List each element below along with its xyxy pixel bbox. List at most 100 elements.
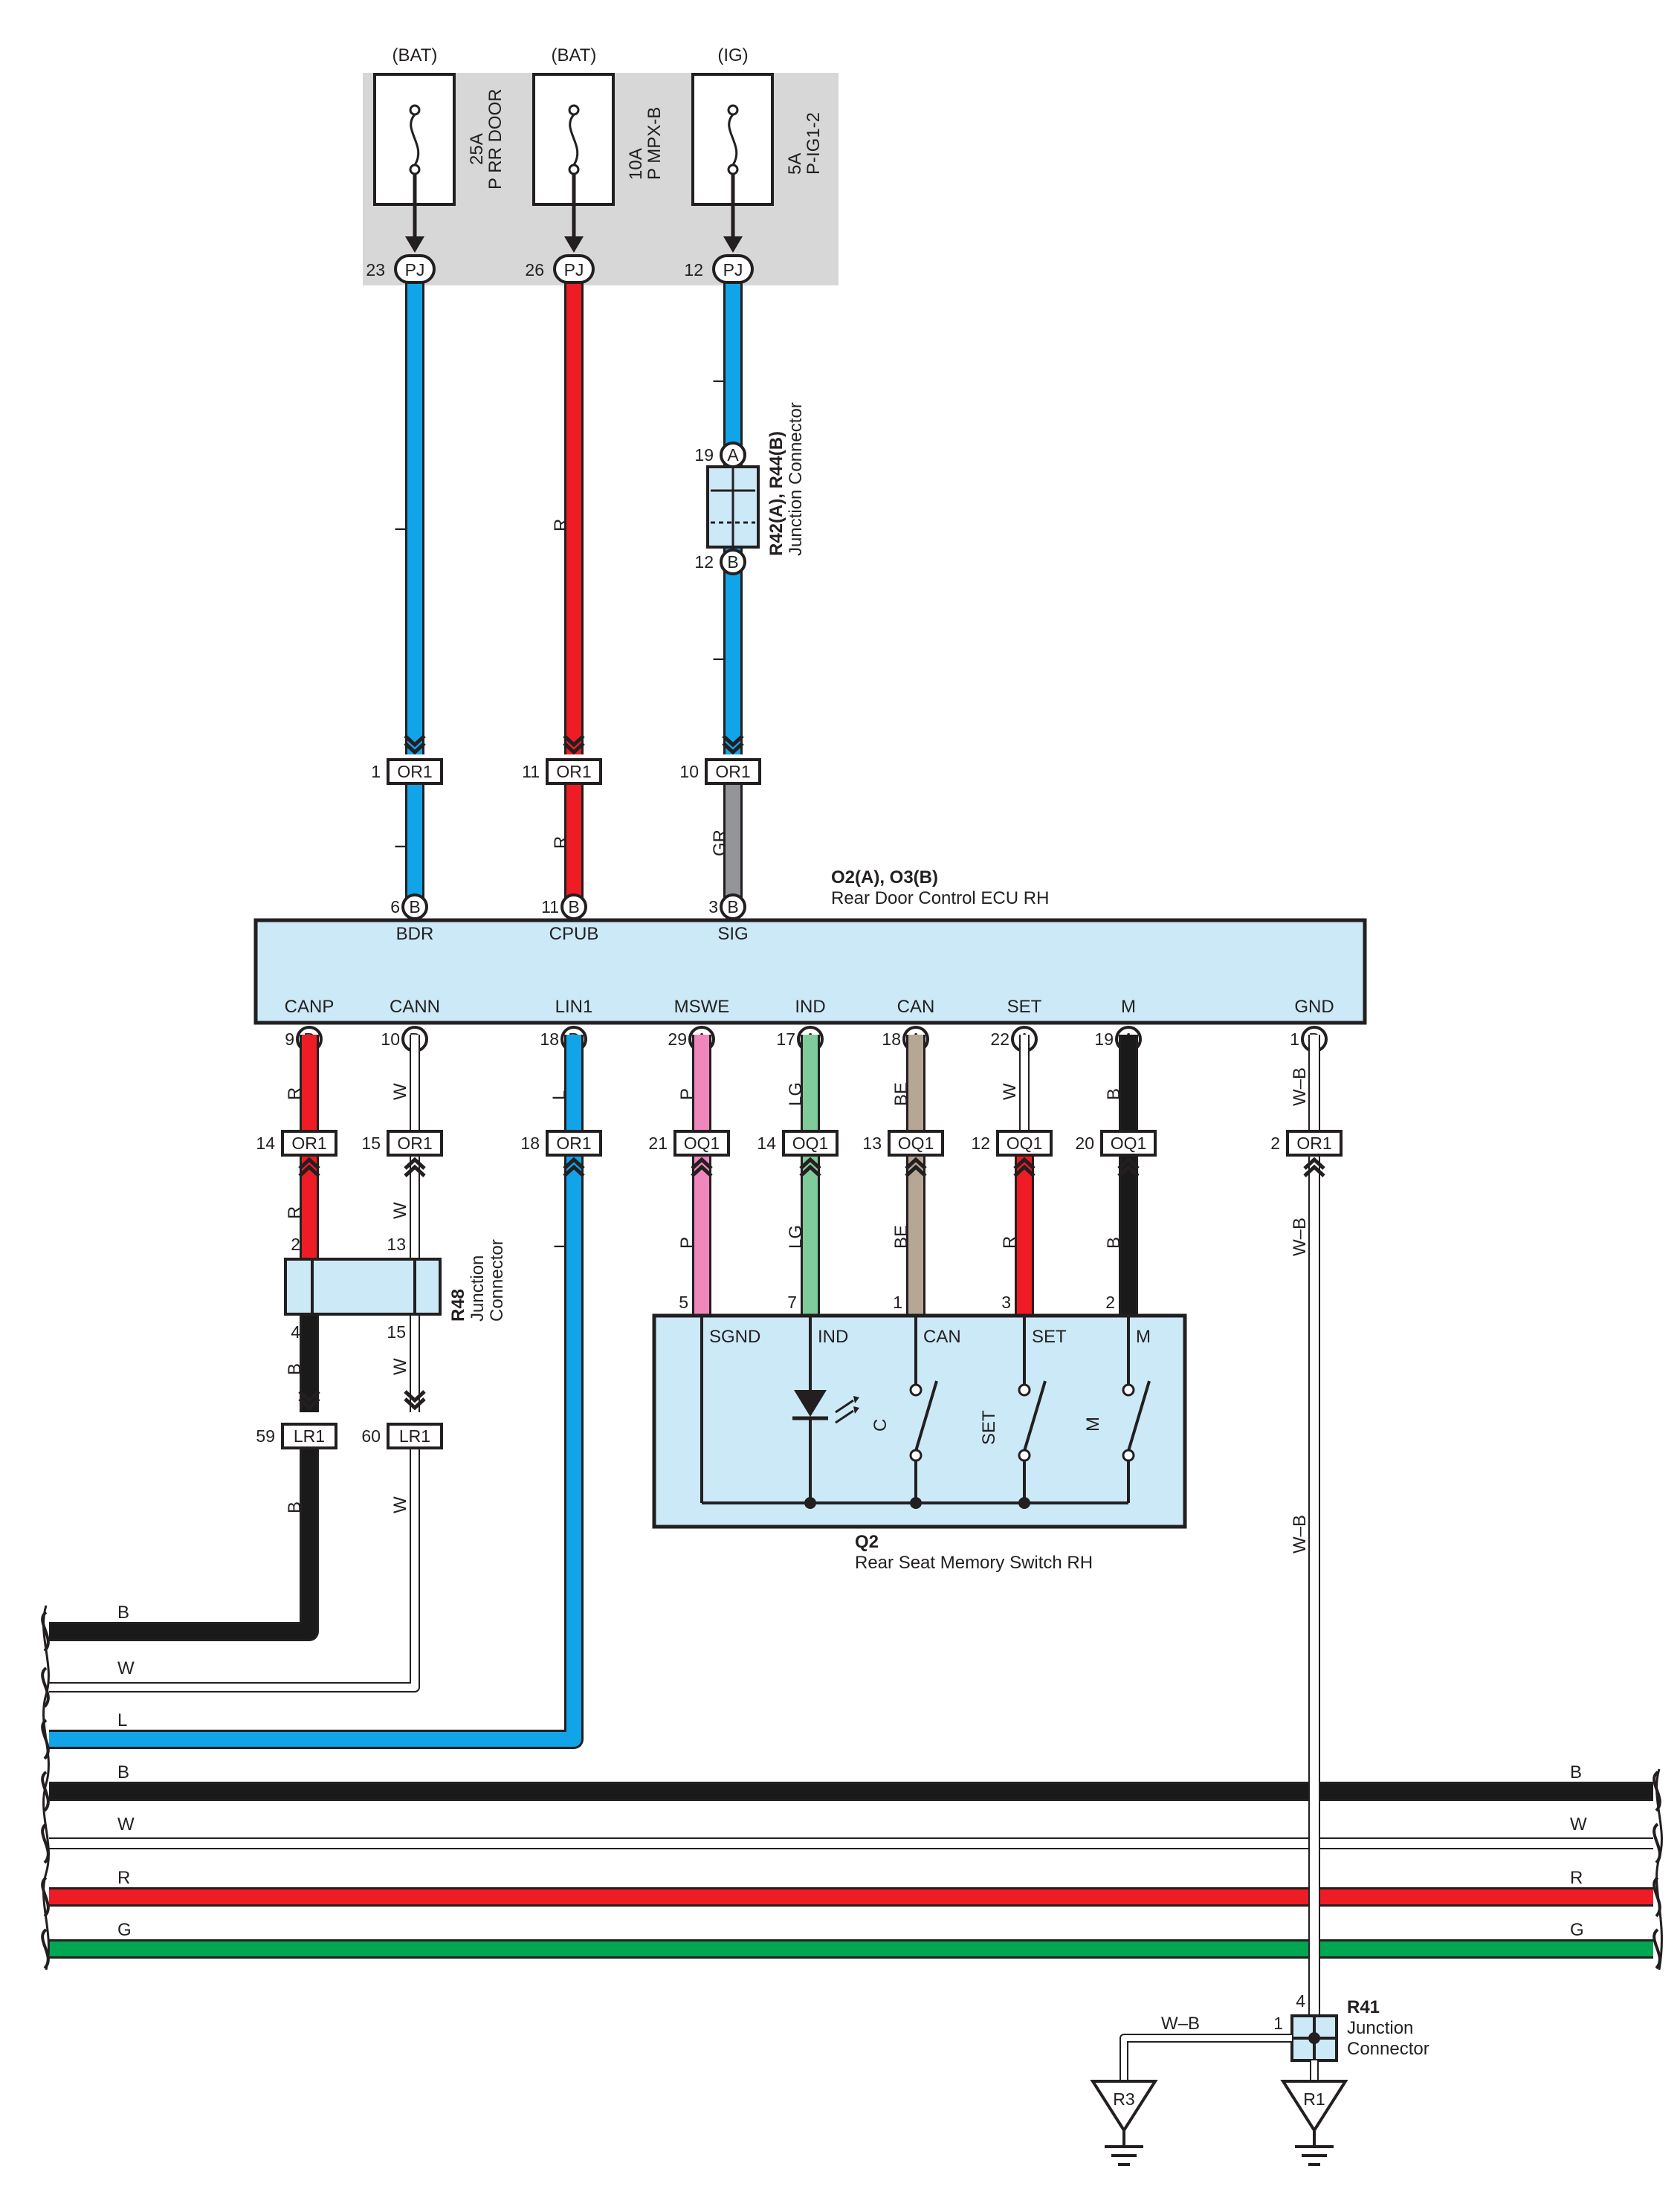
junction-name: Junction [1347, 2018, 1413, 2038]
pin-number: 4 [291, 1322, 300, 1342]
junction-code: R42(A), R44(B) [766, 431, 786, 556]
or1-connector [387, 758, 443, 785]
wire-color-label: P [677, 1237, 697, 1249]
ecu-terminal: CANP [285, 997, 335, 1017]
pin-number: 12 [971, 1134, 990, 1153]
wire-color-label: B [285, 1501, 305, 1513]
inline-connector [782, 1130, 839, 1157]
bus-label: R [117, 1868, 130, 1888]
or1-connector [546, 758, 602, 785]
wire-color-label: W–B [1161, 2014, 1200, 2034]
pin-letter: B [568, 897, 579, 916]
bus-label: G [117, 1920, 132, 1940]
wire-b-to-bus [49, 1448, 319, 1641]
bus-label: W [1570, 1814, 1587, 1834]
bus-label: B [117, 1603, 129, 1623]
or1-connector [705, 758, 761, 785]
wire-w-to-bus [49, 1448, 420, 1693]
junction-name: Junction Connector [786, 402, 806, 556]
ecu-terminal: CAN [897, 997, 935, 1017]
bus-label: G [1570, 1920, 1584, 1940]
connector-label: OQ1 [1111, 1134, 1147, 1153]
ecu-code: O2(A), O3(B) [831, 867, 938, 888]
ecu-terminal: LIN1 [555, 997, 593, 1017]
bus-label: L [117, 1710, 127, 1730]
fuse-name: P-IG1-2 [804, 112, 824, 175]
wire-color-label: L [392, 839, 412, 849]
wire-color-label: B [1104, 1237, 1124, 1249]
wire-color-label: R [285, 1206, 305, 1219]
ecu-name: Rear Door Control ECU RH [831, 888, 1049, 908]
pj-connector-label: PJ [405, 260, 425, 279]
connector-label: OR1 [556, 1134, 591, 1153]
pin-number: 10 [381, 1029, 400, 1049]
wire-lin1-lower [49, 1156, 584, 1749]
pin-number: 1 [1273, 2014, 1283, 2033]
connector-label: LR1 [399, 1426, 430, 1446]
pj-connector-label: PJ [564, 260, 584, 279]
fuse-p-rr-door: (BAT) 25A P RR DOOR [373, 45, 505, 253]
pin-number: 18 [540, 1029, 559, 1049]
inline-connector [888, 1130, 944, 1157]
pin-number: 11 [522, 762, 540, 781]
ground-label: R3 [1113, 2089, 1134, 2109]
wire-color-label: W [390, 1202, 410, 1219]
connector-label: OR1 [397, 1134, 432, 1153]
wire-color-label: L [710, 374, 730, 384]
pin-number: 12 [694, 552, 714, 572]
inline-connector [281, 1130, 337, 1157]
ground-r1: R1 [1280, 2080, 1348, 2166]
pin-number: 18 [882, 1029, 901, 1049]
wire-color-label: W [390, 1083, 410, 1100]
pin-number: 7 [787, 1293, 797, 1312]
connector-label: OR1 [556, 762, 591, 781]
switch-terminal: SGND [709, 1327, 760, 1347]
fuse-p-ig1-2: (IG) 5A P-IG1-2 [691, 45, 824, 253]
fuse-source-label: (BAT) [392, 45, 438, 65]
pin-number: 18 [520, 1134, 540, 1153]
pj-connector [394, 254, 436, 284]
inline-connector [281, 1423, 337, 1449]
ecu-terminal: CANN [390, 997, 440, 1017]
connector-label: OQ1 [684, 1134, 720, 1153]
inline-connector [1100, 1130, 1157, 1157]
pj-connector [712, 254, 754, 284]
switch-label: M [1083, 1417, 1103, 1432]
wire-color-label: R [551, 836, 571, 849]
wire-color-label: W [390, 1358, 410, 1375]
connector-label: OQ1 [898, 1134, 934, 1153]
wire-color-label: R [285, 1087, 305, 1100]
pin-number: 20 [1075, 1134, 1094, 1153]
wire-color-label: L [549, 1090, 569, 1100]
pin-number: 5 [679, 1293, 688, 1312]
pj-connector [553, 254, 595, 284]
pin-number: 21 [648, 1134, 668, 1153]
pin-circle [560, 893, 587, 920]
pin-number: 1 [371, 762, 381, 781]
pin-letter: B [727, 897, 738, 916]
pin-number: 4 [1296, 1991, 1305, 2011]
junction-name: Connector [1347, 2039, 1429, 2059]
pin-number: 1 [893, 1293, 902, 1312]
pin-letter: B [409, 897, 420, 916]
fuse-rating: 10A [626, 148, 646, 180]
ecu-terminal: SIG [717, 924, 748, 944]
ground-label: R1 [1303, 2089, 1325, 2109]
junction-code: R48 [448, 1289, 468, 1322]
fuse-source-label: (IG) [717, 45, 748, 65]
wire-color-label: W–B [1290, 1515, 1310, 1554]
connector-label: LR1 [294, 1426, 325, 1446]
pin-number: 22 [990, 1029, 1009, 1049]
pj-pin-number: 26 [525, 260, 544, 279]
wire-color-label: W–B [1290, 1067, 1310, 1106]
switch-body [652, 1313, 1187, 1529]
fuse-p-mpx-b: (BAT) 10A P MPX-B [532, 45, 665, 253]
connector-label: OQ1 [792, 1134, 829, 1153]
pin-number: 1 [1290, 1029, 1299, 1049]
bus-label: B [1570, 1762, 1582, 1782]
ecu-terminal: SET [1007, 997, 1042, 1017]
pin-number: 59 [256, 1426, 275, 1446]
fuse-rating: 25A [467, 133, 487, 165]
